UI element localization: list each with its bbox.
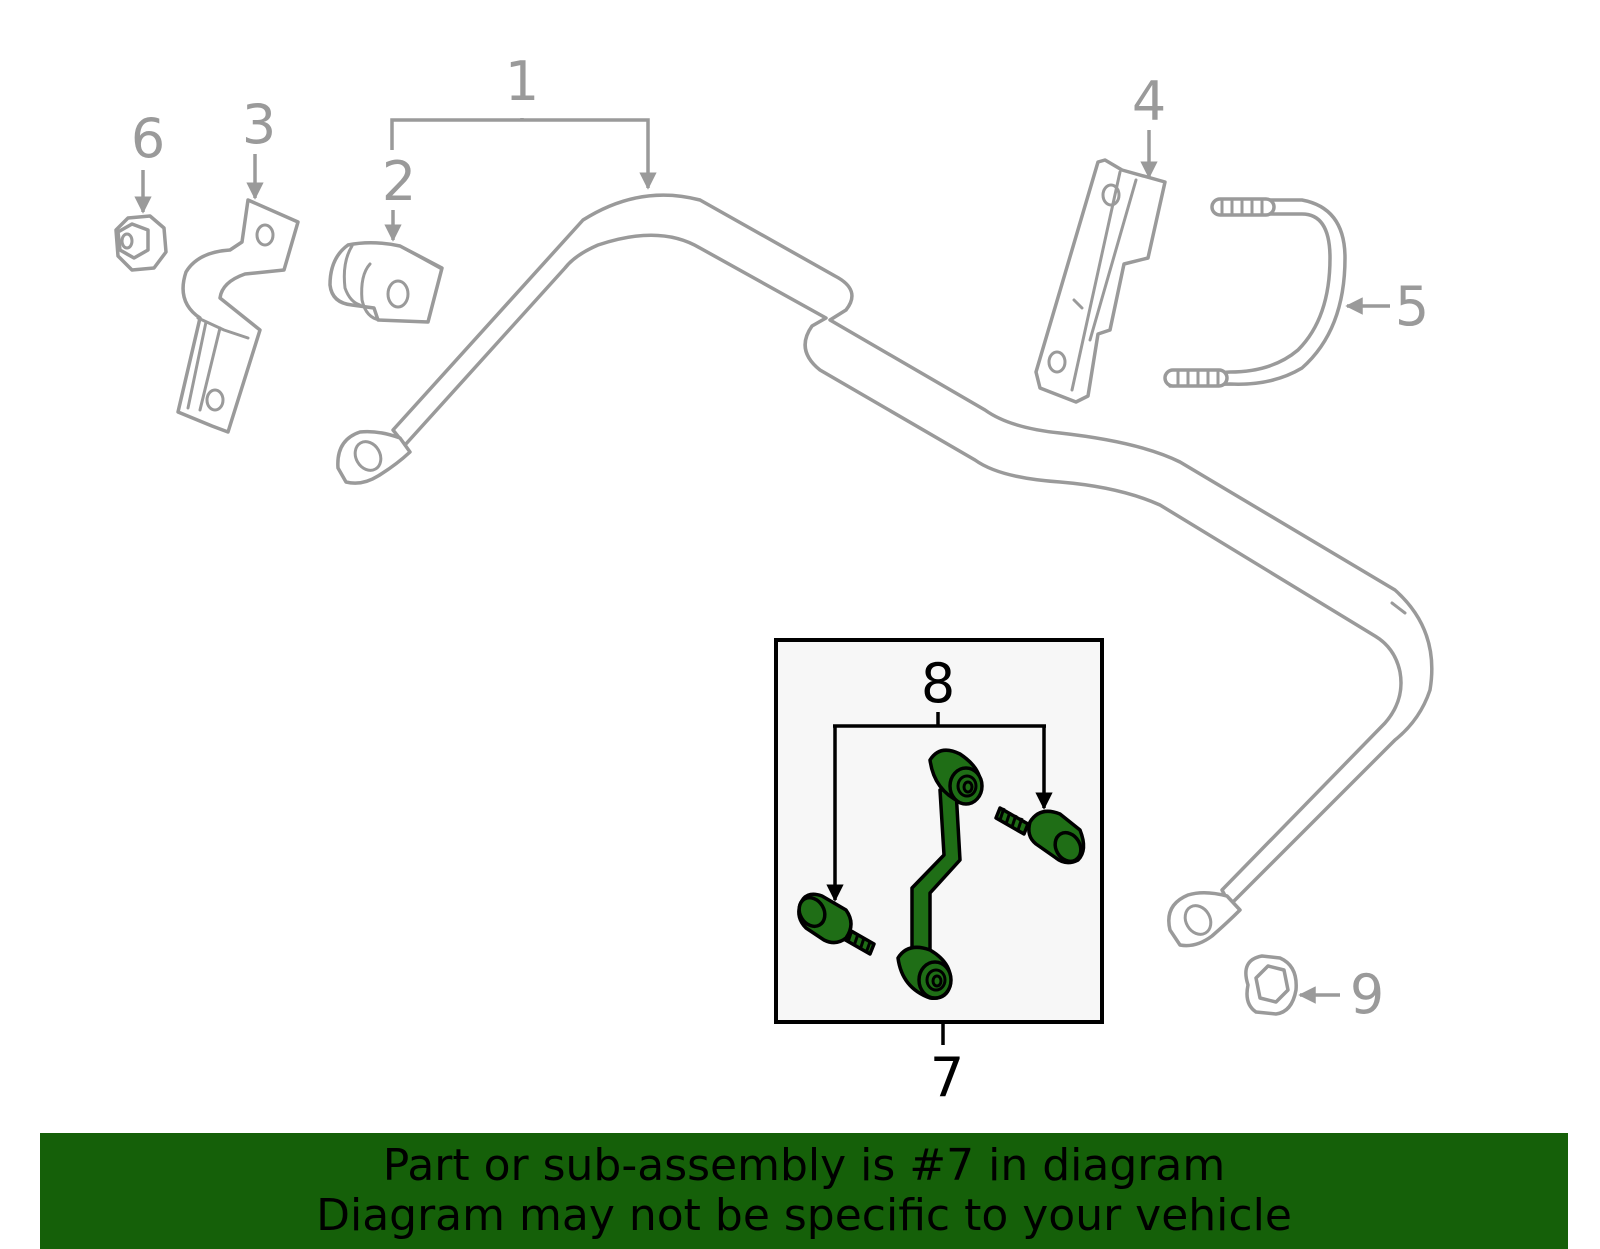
banner-line-1: Part or sub-assembly is #7 in diagram xyxy=(382,1140,1226,1191)
callout-1: 1 xyxy=(505,50,539,113)
clamp-bracket xyxy=(1034,158,1167,404)
callout-4: 4 xyxy=(1132,70,1166,133)
stabilizer-link xyxy=(896,748,984,1000)
link-stud-right xyxy=(994,806,1086,865)
nut xyxy=(114,214,168,272)
u-bolt xyxy=(1163,197,1347,388)
gray-leader-lines xyxy=(134,118,1390,1004)
callout-3: 3 xyxy=(242,93,276,156)
bracket xyxy=(176,198,300,434)
bushing xyxy=(328,241,444,324)
callout-8: 8 xyxy=(921,652,955,715)
callout-2: 2 xyxy=(382,150,416,213)
callout-5: 5 xyxy=(1395,275,1429,338)
callout-7: 7 xyxy=(930,1046,964,1109)
callout-6: 6 xyxy=(131,107,165,170)
flange-nut xyxy=(1244,954,1298,1016)
link-stud-left xyxy=(797,892,876,956)
banner-line-2: Diagram may not be specific to your vehi… xyxy=(316,1190,1292,1241)
info-banner: Part or sub-assembly is #7 in diagram Di… xyxy=(40,1133,1568,1249)
stabilizer-bar xyxy=(336,193,1434,948)
callout-9: 9 xyxy=(1350,963,1384,1026)
